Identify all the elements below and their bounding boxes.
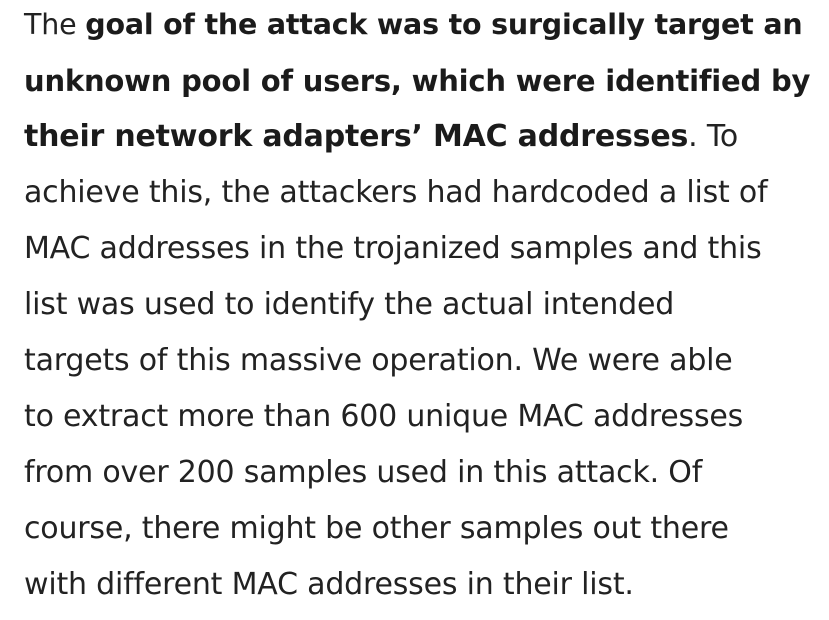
line-text: achieve this, the attackers had hardcode… xyxy=(24,175,768,210)
line-text: from over 200 samples used in this attac… xyxy=(24,455,703,490)
paragraph-line: achieve this, the attackers had hardcode… xyxy=(24,165,814,221)
paragraph-line: MAC addresses in the trojanized samples … xyxy=(24,221,814,277)
paragraph-line: The goal of the attack was to surgically… xyxy=(24,0,814,53)
line-text-bold: their network adapters’ MAC addresses xyxy=(24,119,689,154)
paragraph-line: from over 200 samples used in this attac… xyxy=(24,445,814,501)
article-paragraph: The goal of the attack was to surgically… xyxy=(24,0,814,613)
paragraph-line: their network adapters’ MAC addresses. T… xyxy=(24,109,814,165)
line-text: MAC addresses in the trojanized samples … xyxy=(24,231,762,266)
line-text: list was used to identify the actual int… xyxy=(24,287,675,322)
line-text-bold: unknown pool of users, which were identi… xyxy=(24,64,811,98)
paragraph-line: to extract more than 600 unique MAC addr… xyxy=(24,389,814,445)
line-text: course, there might be other samples out… xyxy=(24,511,729,546)
line-text: The xyxy=(24,8,86,41)
paragraph-line: with different MAC addresses in their li… xyxy=(24,557,814,613)
line-text: with different MAC addresses in their li… xyxy=(24,567,634,602)
line-text: targets of this massive operation. We we… xyxy=(24,343,733,378)
paragraph-line: list was used to identify the actual int… xyxy=(24,277,814,333)
line-text: . To xyxy=(688,119,738,154)
paragraph-line: unknown pool of users, which were identi… xyxy=(24,53,814,109)
line-text-bold: goal of the attack was to surgically tar… xyxy=(85,8,803,41)
paragraph-line: targets of this massive operation. We we… xyxy=(24,333,814,389)
line-text: to extract more than 600 unique MAC addr… xyxy=(24,399,744,434)
paragraph-line: course, there might be other samples out… xyxy=(24,501,814,557)
